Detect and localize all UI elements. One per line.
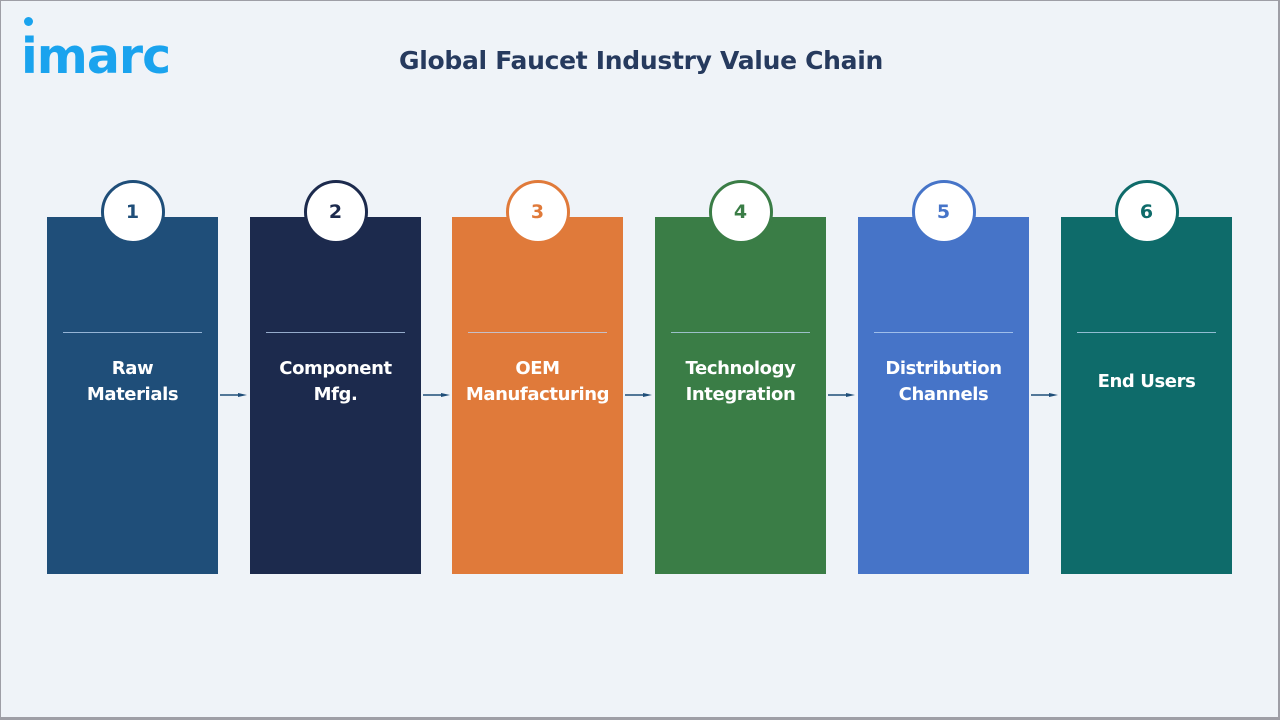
arrow-right-icon — [1031, 393, 1058, 397]
stage-label: Component Mfg. — [279, 358, 392, 405]
step-number-badge: 1 — [100, 180, 165, 244]
stage-divider — [266, 332, 405, 333]
step-number-badge: 5 — [911, 180, 976, 244]
stage-label: Technology Integration — [685, 358, 796, 405]
stage-label: End Users — [1097, 371, 1196, 392]
imarc-logo: imarc — [21, 15, 202, 85]
logo-dot — [24, 17, 33, 26]
stage-oem-manufacturing: 3 OEM Manufacturing — [452, 180, 623, 574]
stage-label: Distribution Channels — [885, 358, 1002, 405]
stage-label: Raw Materials — [86, 358, 179, 405]
diagram-title: Global Faucet Industry Value Chain — [398, 46, 884, 75]
step-number-badge: 3 — [505, 180, 570, 244]
stage-label: OEM Manufacturing — [465, 358, 610, 405]
stage-component-mfg: 2 Component Mfg. — [250, 180, 421, 574]
stage-divider — [63, 332, 202, 333]
step-number-badge: 2 — [303, 180, 368, 244]
stage-end-users: 6 End Users — [1061, 180, 1232, 574]
step-number-badge: 4 — [708, 180, 773, 244]
logo-text: imarc — [21, 28, 171, 85]
arrow-right-icon — [220, 393, 247, 397]
stage-technology-integration: 4 Technology Integration — [655, 180, 826, 574]
stage-raw-materials: 1 Raw Materials — [47, 180, 218, 574]
arrow-right-icon — [625, 393, 652, 397]
arrow-right-icon — [423, 393, 450, 397]
stage-divider — [671, 332, 810, 333]
stage-divider — [874, 332, 1013, 333]
stage-distribution-channels: 5 Distribution Channels — [858, 180, 1029, 574]
stage-divider — [468, 332, 607, 333]
step-number-badge: 6 — [1114, 180, 1179, 244]
stage-divider — [1077, 332, 1216, 333]
arrow-right-icon — [828, 393, 855, 397]
